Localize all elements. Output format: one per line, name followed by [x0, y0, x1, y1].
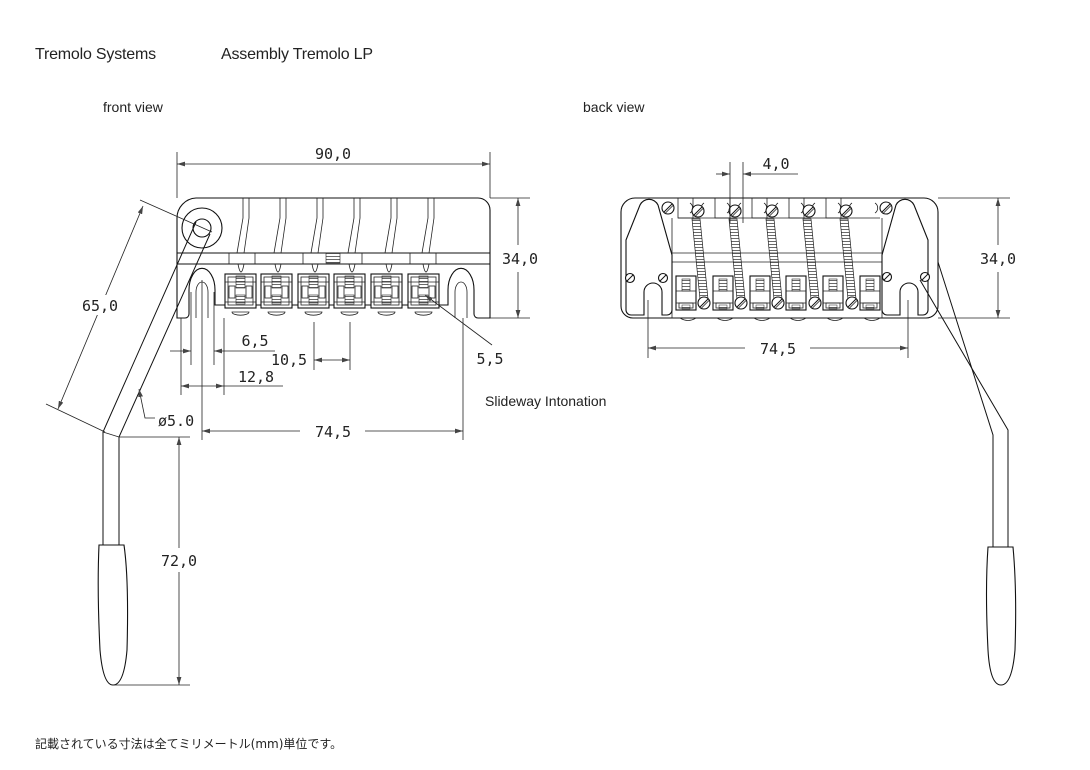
tremolo-arm-back — [919, 261, 1017, 686]
back-view: 4,0 34,0 74,5 — [620, 155, 1017, 686]
dim-post-gap: 6,5 — [170, 332, 275, 354]
dim-arm-diameter-text: ø5.0 — [158, 412, 194, 430]
dim-width: 90,0 — [176, 145, 491, 198]
dim-handle-length: 72,0 — [113, 436, 197, 686]
dim-arm-diameter: ø5.0 — [138, 388, 194, 430]
dim-post-gap-text: 6,5 — [241, 332, 268, 350]
dim-post-spacing-back: 74,5 — [647, 300, 909, 358]
dim-spring-spacing: 4,0 — [716, 155, 798, 223]
dim-spring-spacing-text: 4,0 — [762, 155, 789, 173]
dim-height-back-text: 34,0 — [980, 250, 1016, 268]
dim-handle-length-text: 72,0 — [161, 552, 197, 570]
category-title: Tremolo Systems — [35, 46, 156, 63]
drawing-title: Assembly Tremolo LP — [221, 46, 373, 63]
front-view-label: front view — [103, 99, 163, 115]
dim-post-width: 12,8 — [181, 368, 283, 389]
tremolo-arm-front — [97, 221, 211, 686]
dim-height-back: 34,0 — [938, 197, 1016, 319]
dim-height-front-text: 34,0 — [502, 250, 538, 268]
left-side-plate — [625, 198, 673, 316]
dim-post-spacing-front: 74,5 — [202, 423, 463, 441]
dim-post-width-text: 12,8 — [238, 368, 274, 386]
dim-post-spacing-back-text: 74,5 — [760, 340, 796, 358]
arm-handle — [97, 544, 129, 686]
dim-slideway-text: 5,5 — [476, 350, 503, 368]
units-note: 記載されている寸法は全てミリメートル(mm)単位です。 — [35, 737, 343, 751]
arm-handle-back — [985, 546, 1017, 686]
front-view: 90,0 34,0 65,0 ø5.0 72,0 — [45, 145, 538, 686]
dim-arm-length-text: 65,0 — [82, 297, 118, 315]
dim-height-front: 34,0 — [490, 197, 538, 319]
dim-saddle-spacing-text: 10,5 — [271, 351, 307, 369]
dim-width-text: 90,0 — [315, 145, 351, 163]
slideway-intonation-label: Slideway Intonation — [485, 393, 607, 409]
string-fins — [228, 198, 437, 273]
back-view-label: back view — [583, 99, 645, 115]
right-side-plate — [881, 198, 929, 316]
dim-post-spacing-front-text: 74,5 — [315, 423, 351, 441]
springs — [691, 204, 859, 310]
dim-arm-length: 65,0 — [45, 199, 213, 433]
dim-saddle-spacing: 10,5 — [271, 351, 350, 369]
dim-slideway: 5,5 — [424, 294, 504, 368]
